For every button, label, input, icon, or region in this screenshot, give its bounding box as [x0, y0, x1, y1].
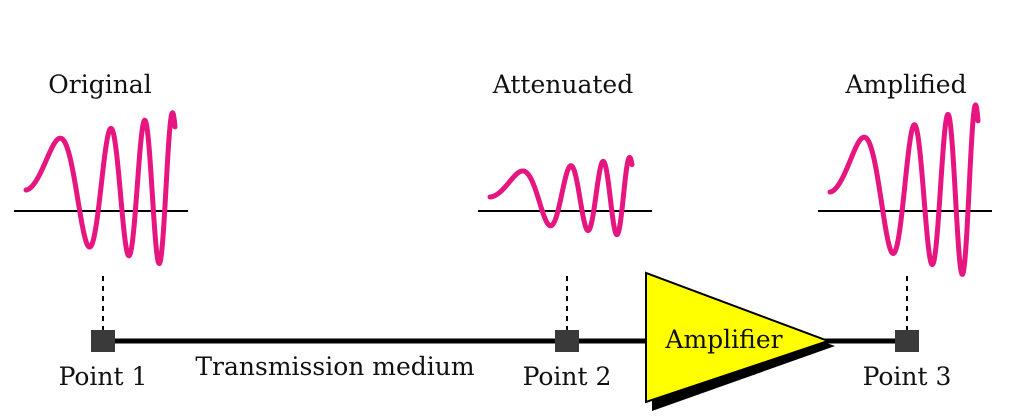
node-point1 [91, 330, 115, 352]
waveform-amplified [827, 102, 981, 277]
label-medium: Transmission medium [195, 352, 475, 381]
label-amplified: Amplified [844, 70, 966, 99]
label-point2: Point 2 [523, 362, 612, 391]
amplifier-label: Amplifier [664, 325, 782, 354]
waveform-attenuated [487, 154, 635, 238]
amplifier-triangle [645, 271, 831, 404]
waveform-original [23, 110, 178, 266]
label-original: Original [48, 70, 151, 99]
label-point3: Point 3 [863, 362, 952, 391]
label-point1: Point 1 [59, 362, 148, 391]
node-point2 [555, 330, 579, 352]
label-attenuated: Attenuated [492, 70, 633, 99]
node-point3 [895, 330, 919, 352]
